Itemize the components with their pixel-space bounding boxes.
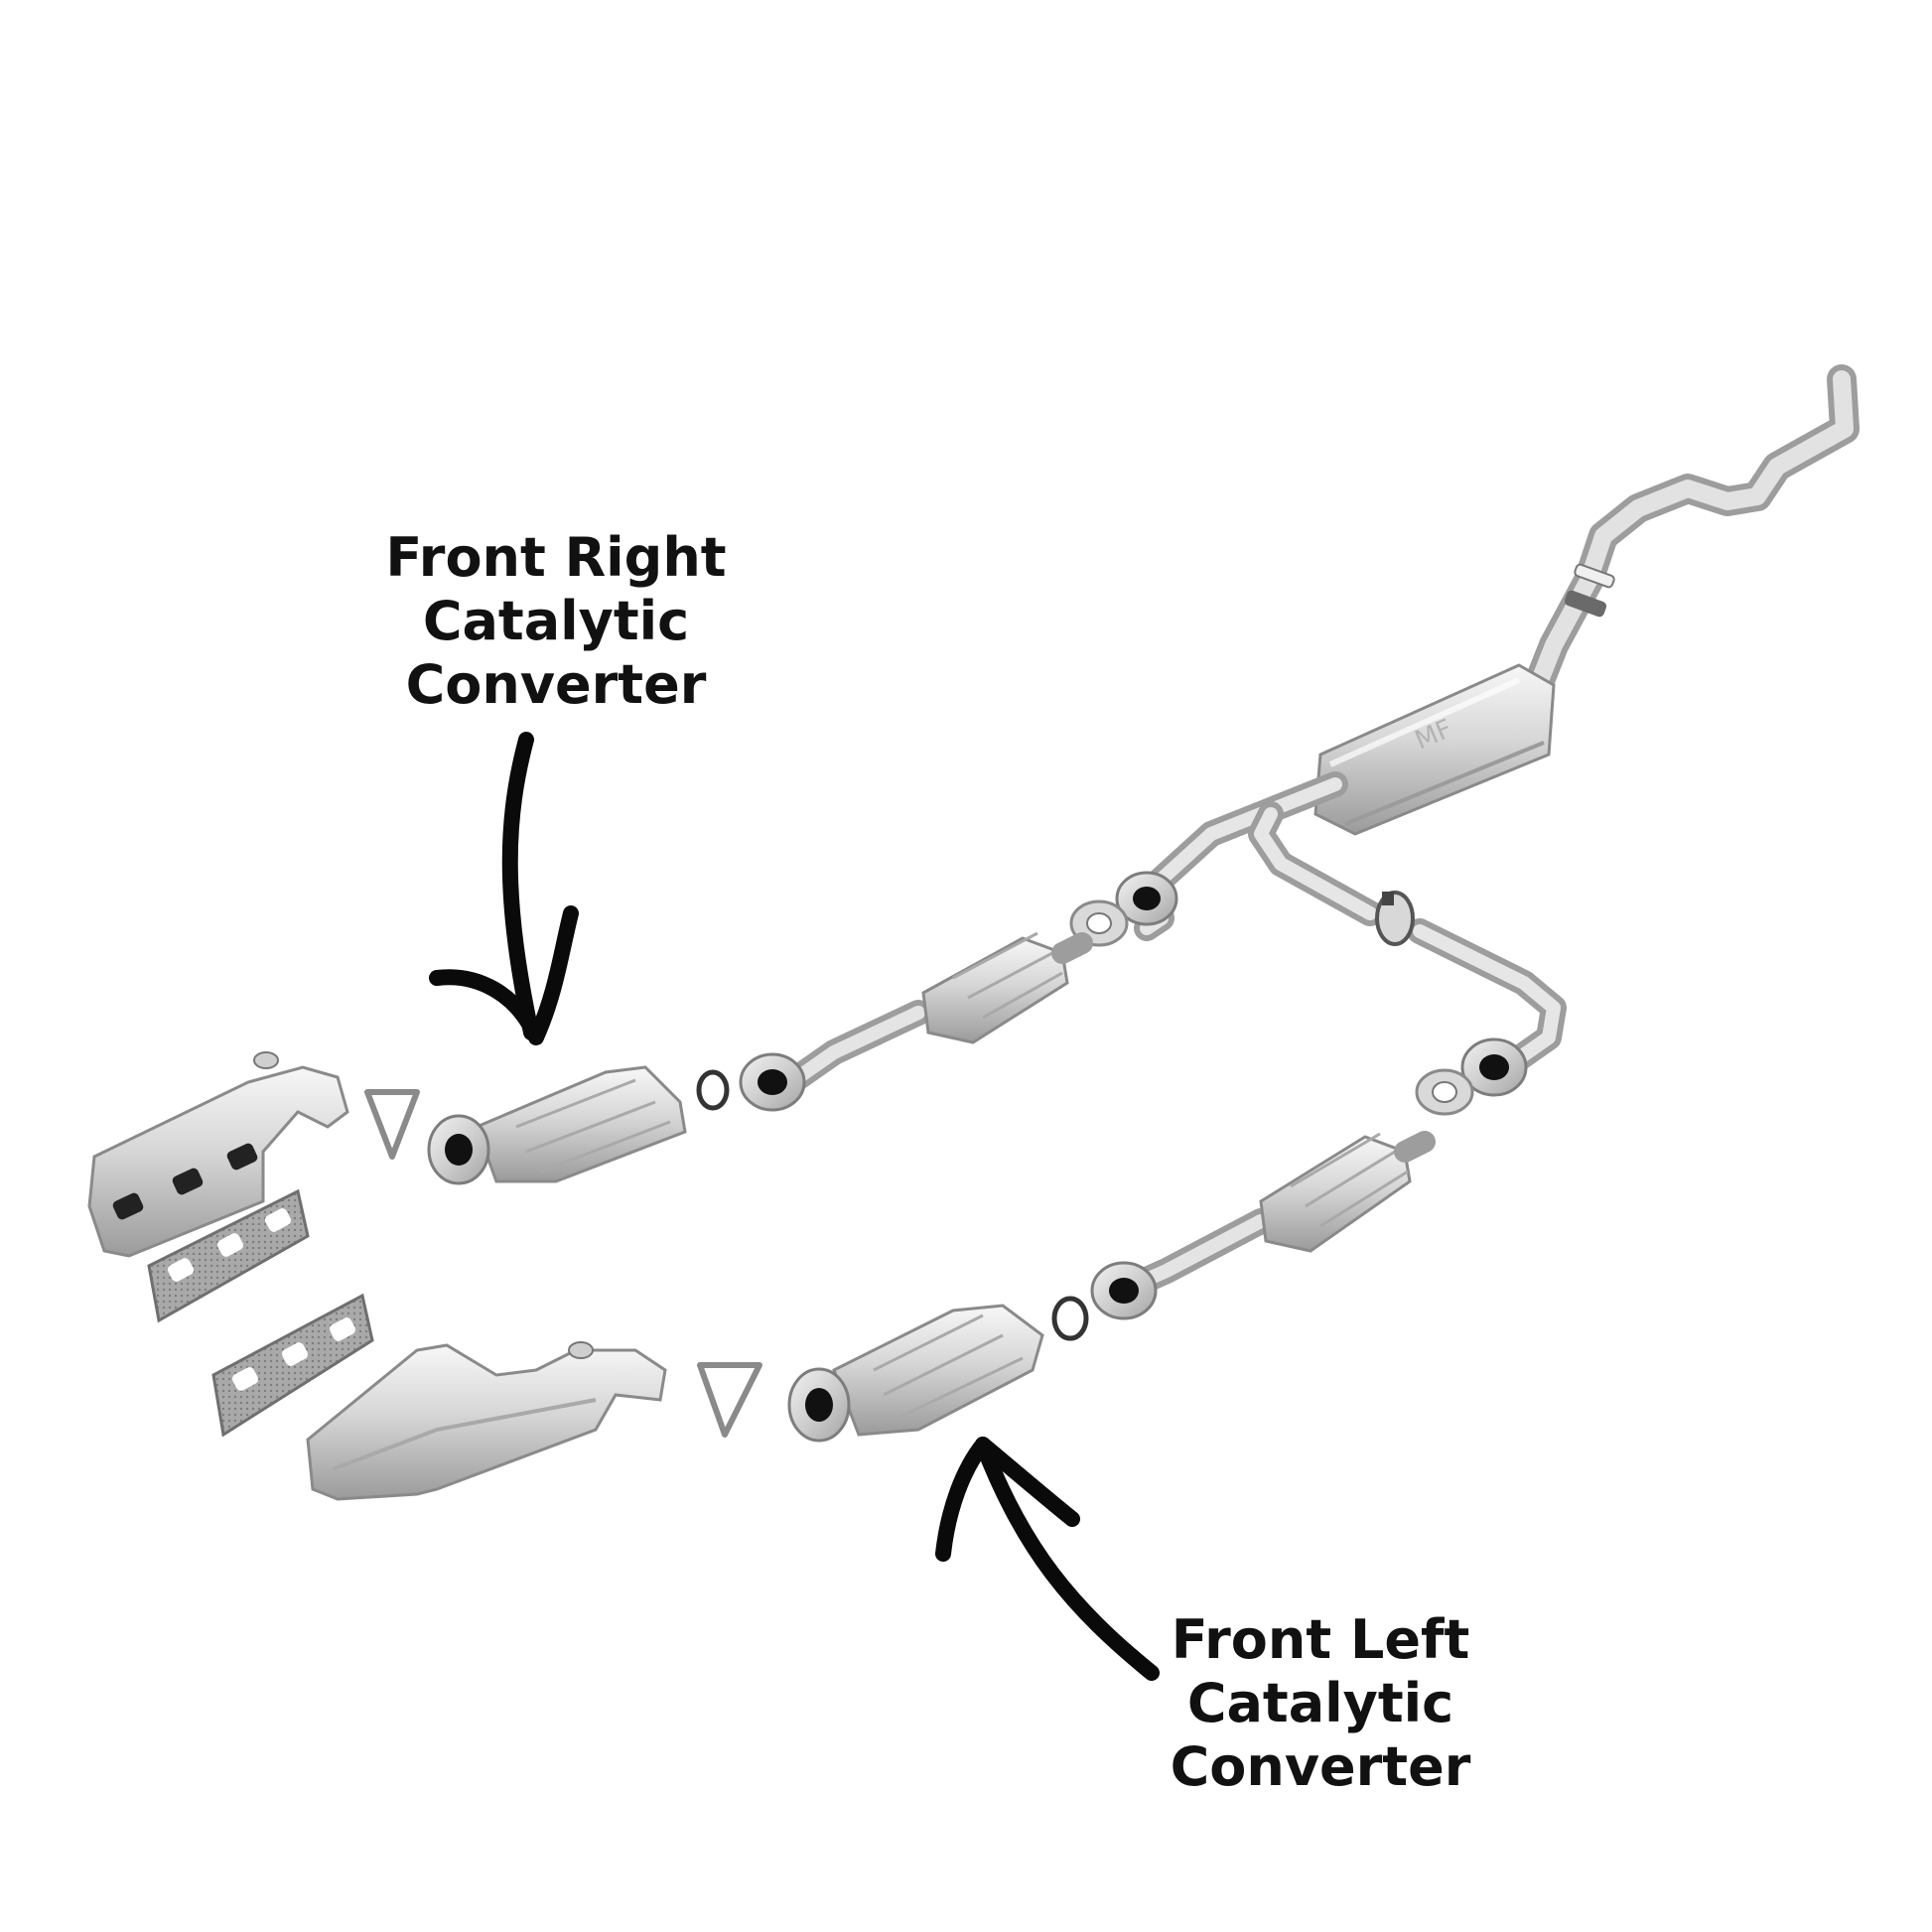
triangle-gasket-upper bbox=[364, 1089, 420, 1160]
y-pipe-flange-lower bbox=[1460, 1037, 1528, 1097]
flange-gasket-lower bbox=[1415, 1068, 1474, 1116]
label-line: Front Left bbox=[1171, 1608, 1470, 1671]
rear-catalytic-converter-lower bbox=[1090, 1131, 1436, 1320]
rear-catalytic-converter-upper bbox=[739, 931, 1093, 1112]
manifold-gasket-right bbox=[147, 1188, 310, 1323]
y-pipe-clamp bbox=[1375, 891, 1415, 946]
label-line: Catalytic bbox=[422, 590, 690, 652]
exhaust-manifold-left bbox=[306, 1341, 667, 1501]
y-pipe bbox=[1134, 771, 1567, 1085]
label-line: Converter bbox=[1170, 1735, 1471, 1798]
front-left-catalytic-converter bbox=[787, 1304, 1044, 1443]
y-pipe-flange-upper bbox=[1115, 871, 1178, 926]
ring-gasket-lower bbox=[1051, 1296, 1089, 1341]
muffler: MF bbox=[1313, 663, 1556, 836]
tailpipe-clamp bbox=[1564, 563, 1615, 618]
arrow-front-left bbox=[935, 1437, 1160, 1681]
front-left-catalytic-converter-label: Front Left Catalytic Converter bbox=[1122, 1608, 1519, 1799]
exhaust-manifold-right bbox=[87, 1051, 349, 1258]
arrow-front-right bbox=[429, 732, 579, 1045]
front-right-catalytic-converter-label: Front Right Catalytic Converter bbox=[357, 526, 755, 717]
manifold-gasket-left bbox=[211, 1293, 374, 1438]
ring-gasket-upper bbox=[696, 1069, 730, 1111]
label-line: Converter bbox=[405, 653, 707, 716]
label-line: Catalytic bbox=[1186, 1672, 1454, 1734]
front-right-catalytic-converter bbox=[427, 1065, 687, 1185]
triangle-gasket-lower bbox=[697, 1362, 762, 1438]
tailpipe bbox=[1524, 364, 1860, 698]
label-line: Front Right bbox=[385, 526, 727, 589]
